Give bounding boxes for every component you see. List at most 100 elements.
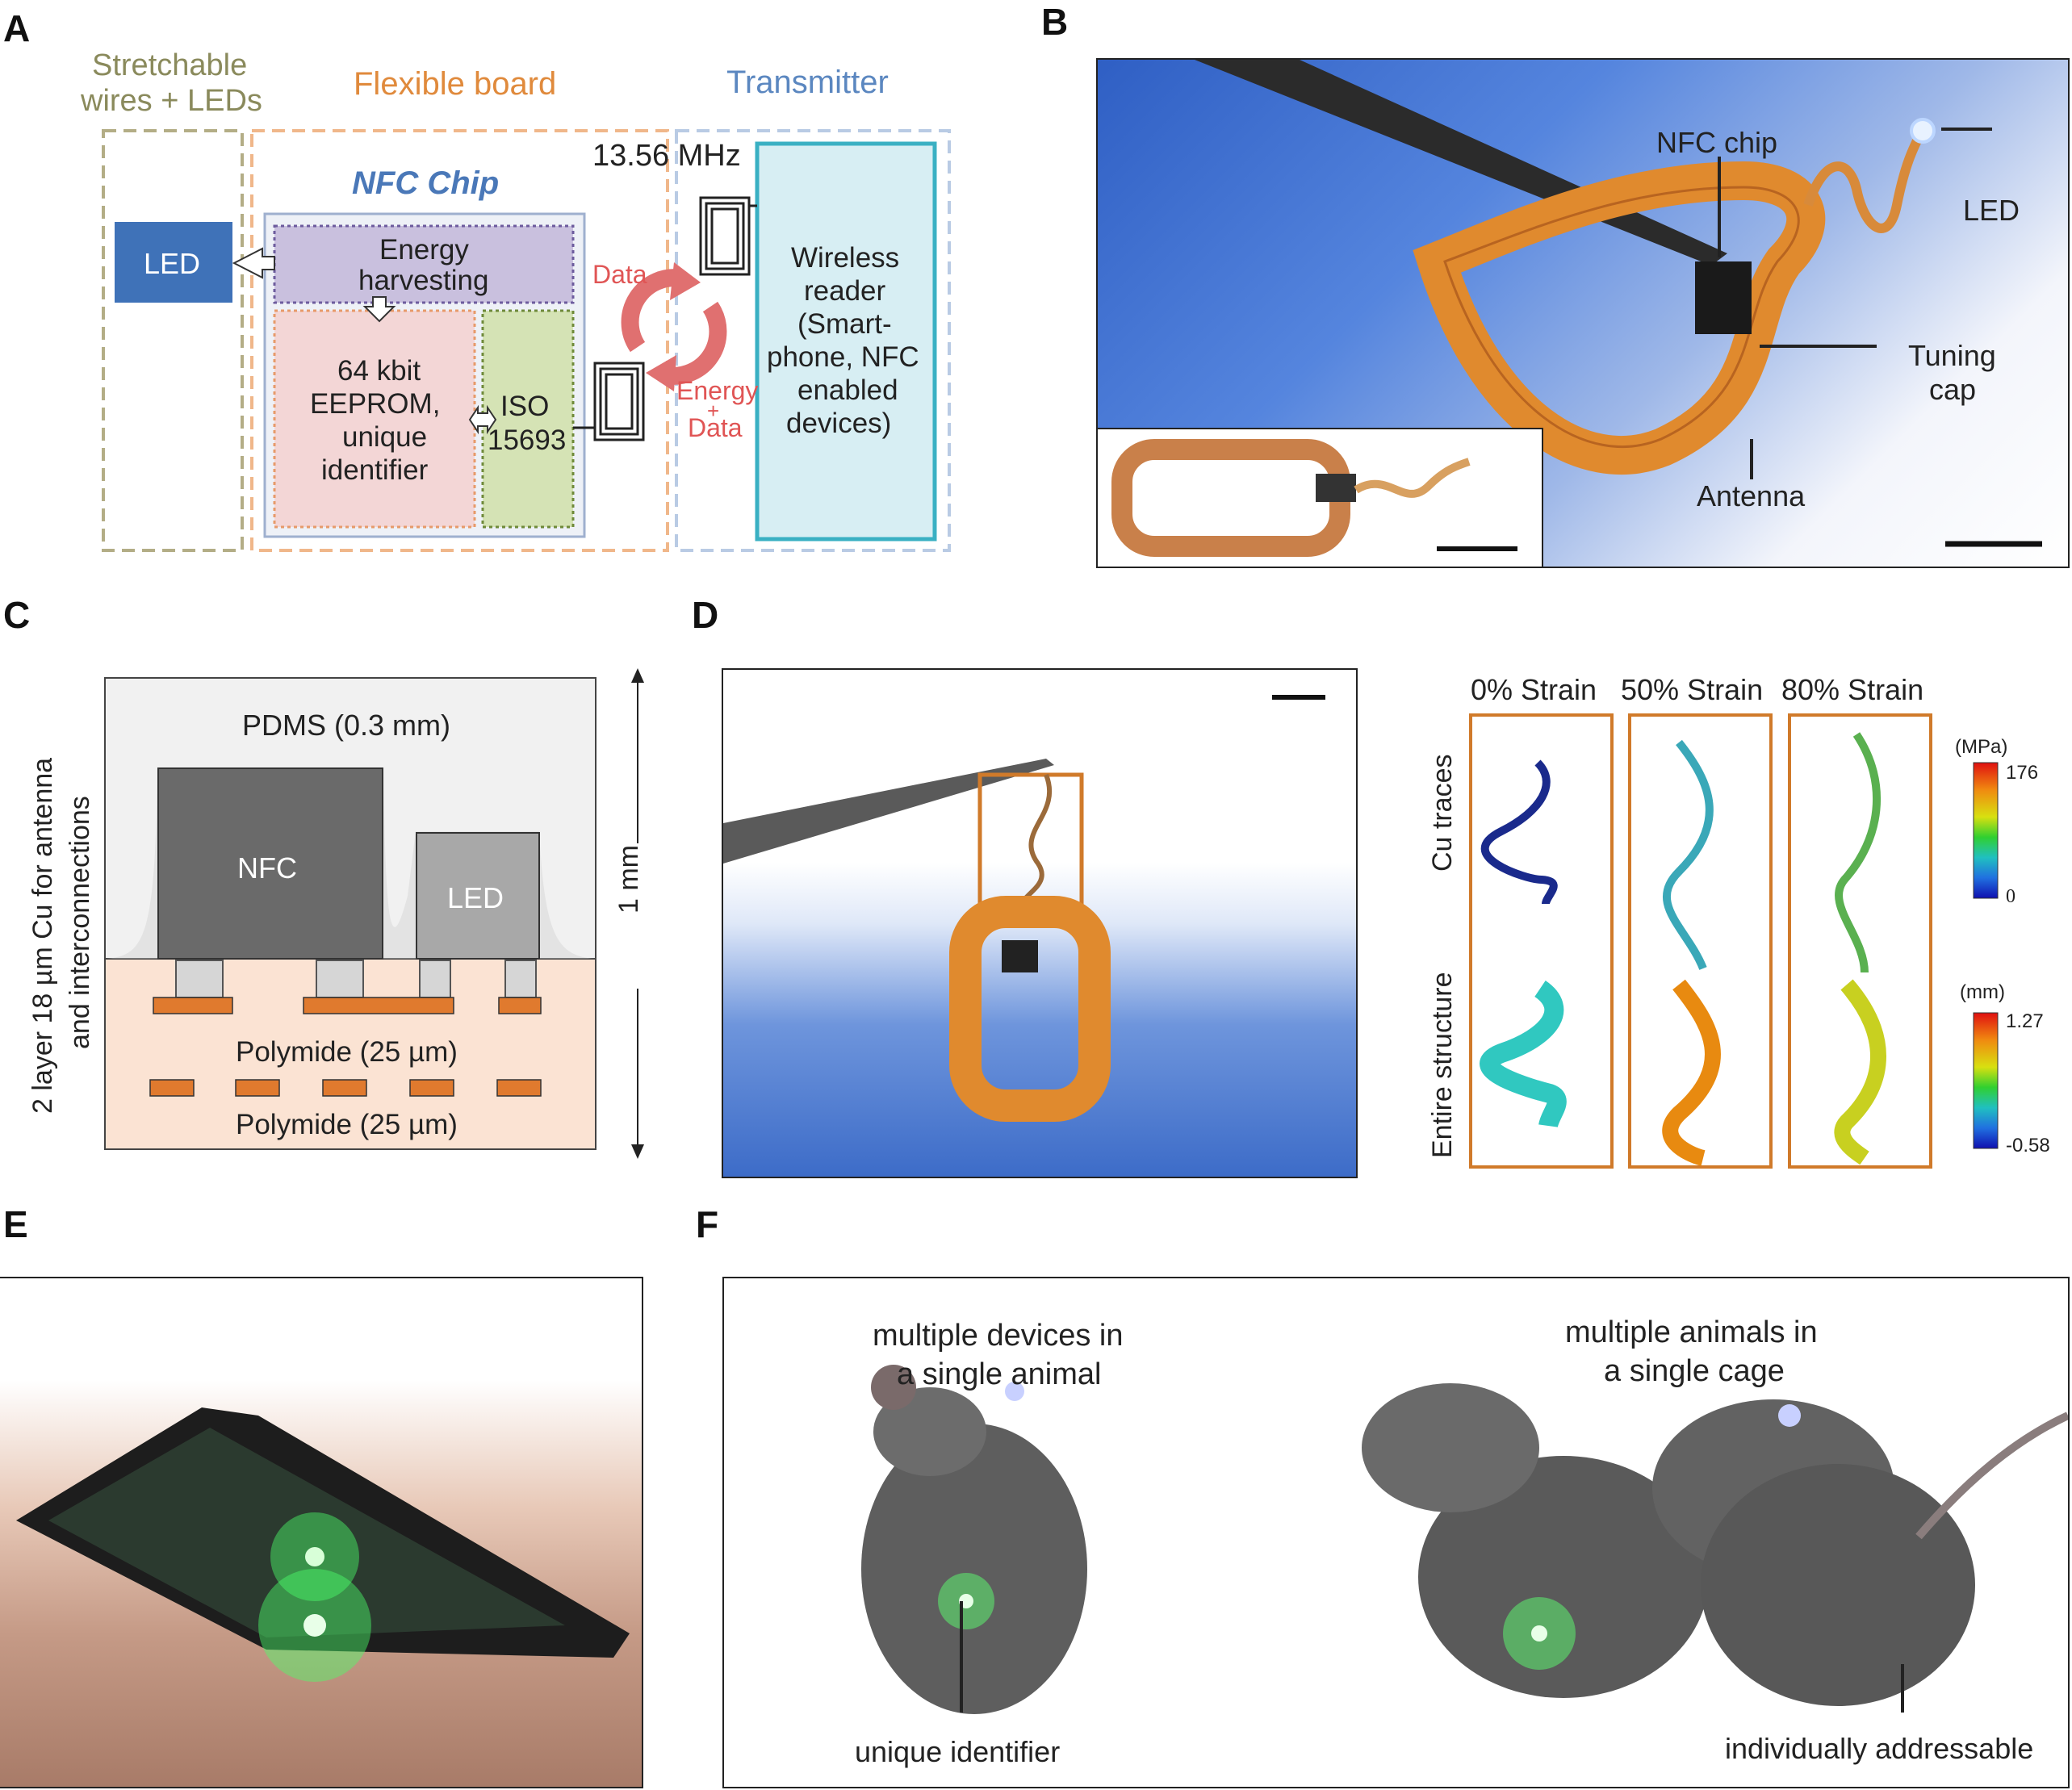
reader-label-4: phone, NFC	[767, 341, 919, 373]
panel-label-f: F	[696, 1203, 719, 1245]
iso-label-2: 15693	[488, 424, 567, 456]
double-arrow-icon	[468, 404, 497, 435]
panel-label-d: D	[692, 594, 719, 636]
chip-d	[1002, 940, 1038, 972]
led-die	[416, 832, 540, 960]
inset-coil	[1111, 439, 1350, 557]
mouse-1-ear	[871, 1365, 916, 1410]
arrow-down-icon	[362, 296, 396, 323]
led-shape	[1910, 118, 1936, 144]
nfc-chip-shape	[1695, 261, 1752, 334]
cu-bottom-2	[235, 1079, 280, 1097]
trace-80-structure	[1834, 979, 1886, 1165]
mouse-2-body	[1418, 1456, 1709, 1698]
panel-b-drawing	[1195, 60, 2042, 547]
individually-addressable-label: individually addressable	[1725, 1732, 2034, 1765]
stretchable-label-2: wires + LEDs	[81, 84, 262, 118]
reader-label-1: Wireless	[791, 242, 900, 274]
data-label: Data	[592, 260, 647, 289]
panel-b-photo: NFC chip LED Tuning cap Antenna	[1096, 58, 2070, 568]
stretchable-region	[102, 129, 244, 552]
nfc-chip-callout: NFC chip	[1656, 126, 1778, 159]
tweezer-d-shape	[723, 759, 1054, 864]
mouse-1-head	[873, 1387, 986, 1476]
led-box	[115, 222, 232, 303]
mouse-1-led-blue	[1005, 1382, 1024, 1401]
pdms-label: PDMS (0.3 mm)	[242, 709, 451, 742]
cu-bottom-3	[322, 1079, 367, 1097]
mouse-3-body	[1362, 1383, 1539, 1512]
strain-0-label: 0% Strain	[1471, 673, 1597, 706]
frequency-label: 13.56 MHz	[592, 139, 741, 173]
strain-80-label: 80% Strain	[1781, 673, 1924, 706]
eeprom-label-2: EEPROM,	[310, 388, 441, 420]
polyimide-label-2: Polymide (25 µm)	[236, 1109, 458, 1140]
cu-top-1	[153, 997, 233, 1014]
stretch-wire	[1803, 130, 1926, 233]
tuning-cap-callout-2: cap	[1929, 373, 1977, 406]
frame-0	[1469, 713, 1614, 1169]
cu-bottom-4	[409, 1079, 454, 1097]
strain-50-label: 50% Strain	[1621, 673, 1764, 706]
antenna-trace	[1443, 186, 1800, 448]
row-cu-traces-label: Cu traces	[1427, 754, 1458, 872]
inset-wire	[1354, 458, 1471, 498]
trace-0-structure	[1480, 981, 1567, 1128]
pad-4	[504, 960, 537, 998]
panel-b-inset	[1098, 428, 1543, 567]
nfc-chip-title: NFC Chip	[352, 165, 500, 201]
reader-label-6: devices)	[786, 408, 892, 439]
phone-back	[48, 1428, 565, 1637]
mouse-1-body	[861, 1424, 1087, 1714]
mouse-5-body	[1701, 1464, 1975, 1706]
chip-coil-icon	[573, 362, 645, 441]
led-die-label: LED	[447, 881, 504, 914]
data-arrowhead-icon	[670, 262, 701, 300]
led-label: LED	[144, 247, 201, 280]
side-label-2: and interconnections	[65, 796, 95, 1049]
cage-led-green	[1531, 1625, 1547, 1642]
polyimide-label-1: Polymide (25 µm)	[236, 1036, 458, 1068]
transmitter-region	[675, 129, 951, 552]
energy-harvesting-box	[273, 224, 575, 304]
panel-label-a: A	[3, 7, 31, 49]
cage-led-blue	[1778, 1404, 1801, 1427]
tuning-cap-callout-1: Tuning	[1908, 339, 1996, 372]
led-callout: LED	[1963, 194, 2020, 227]
energy-label-2: harvesting	[358, 265, 489, 296]
trace-50-cu	[1663, 739, 1714, 970]
cu-bottom-5	[496, 1079, 542, 1097]
inset-chip	[1316, 474, 1356, 502]
frame-80	[1788, 713, 1932, 1169]
energy-data-label-3: Data	[688, 413, 743, 442]
trace-50-structure	[1662, 979, 1721, 1166]
panel-a-diagram: Stretchable wires + LEDs Flexible board …	[0, 0, 969, 565]
eeprom-label-3: unique	[342, 421, 428, 453]
side-label-1: 2 layer 18 µm Cu for antenna	[27, 757, 58, 1114]
iso-label-1: ISO	[500, 391, 550, 422]
displacement-unit: (mm)	[1960, 981, 2005, 1003]
reader-label-2: reader	[804, 275, 886, 307]
energy-data-label-1: Energy	[676, 376, 759, 405]
data-arc	[621, 269, 684, 353]
panel-e-drawing	[16, 1407, 630, 1682]
flexible-board-label: Flexible board	[354, 66, 557, 102]
colorbar-displacement	[1973, 1012, 1999, 1149]
cu-bottom-1	[149, 1079, 195, 1097]
panel-d-photo	[722, 668, 1358, 1178]
panel-c-shapes	[104, 668, 644, 1159]
stress-unit: (MPa)	[1955, 736, 2008, 758]
unique-identifier-label: unique identifier	[855, 1735, 1061, 1768]
energy-data-label-2: +	[707, 399, 720, 423]
reader-box	[755, 141, 937, 542]
f-title-1b: a single animal	[897, 1357, 1102, 1391]
transmitter-label: Transmitter	[726, 65, 889, 100]
reader-label-3: (Smart-	[797, 308, 892, 340]
cu-top-2	[303, 997, 454, 1014]
trace-0-cu	[1480, 759, 1558, 905]
dimension-arrow-up-icon	[631, 668, 644, 683]
antenna-loop	[1413, 161, 1826, 475]
panel-d-simulation: 0% Strain 50% Strain 80% Strain Cu trace…	[1404, 662, 2072, 1178]
arrow-to-led-icon	[232, 247, 275, 279]
thickness-label: 1 mm	[613, 845, 644, 914]
